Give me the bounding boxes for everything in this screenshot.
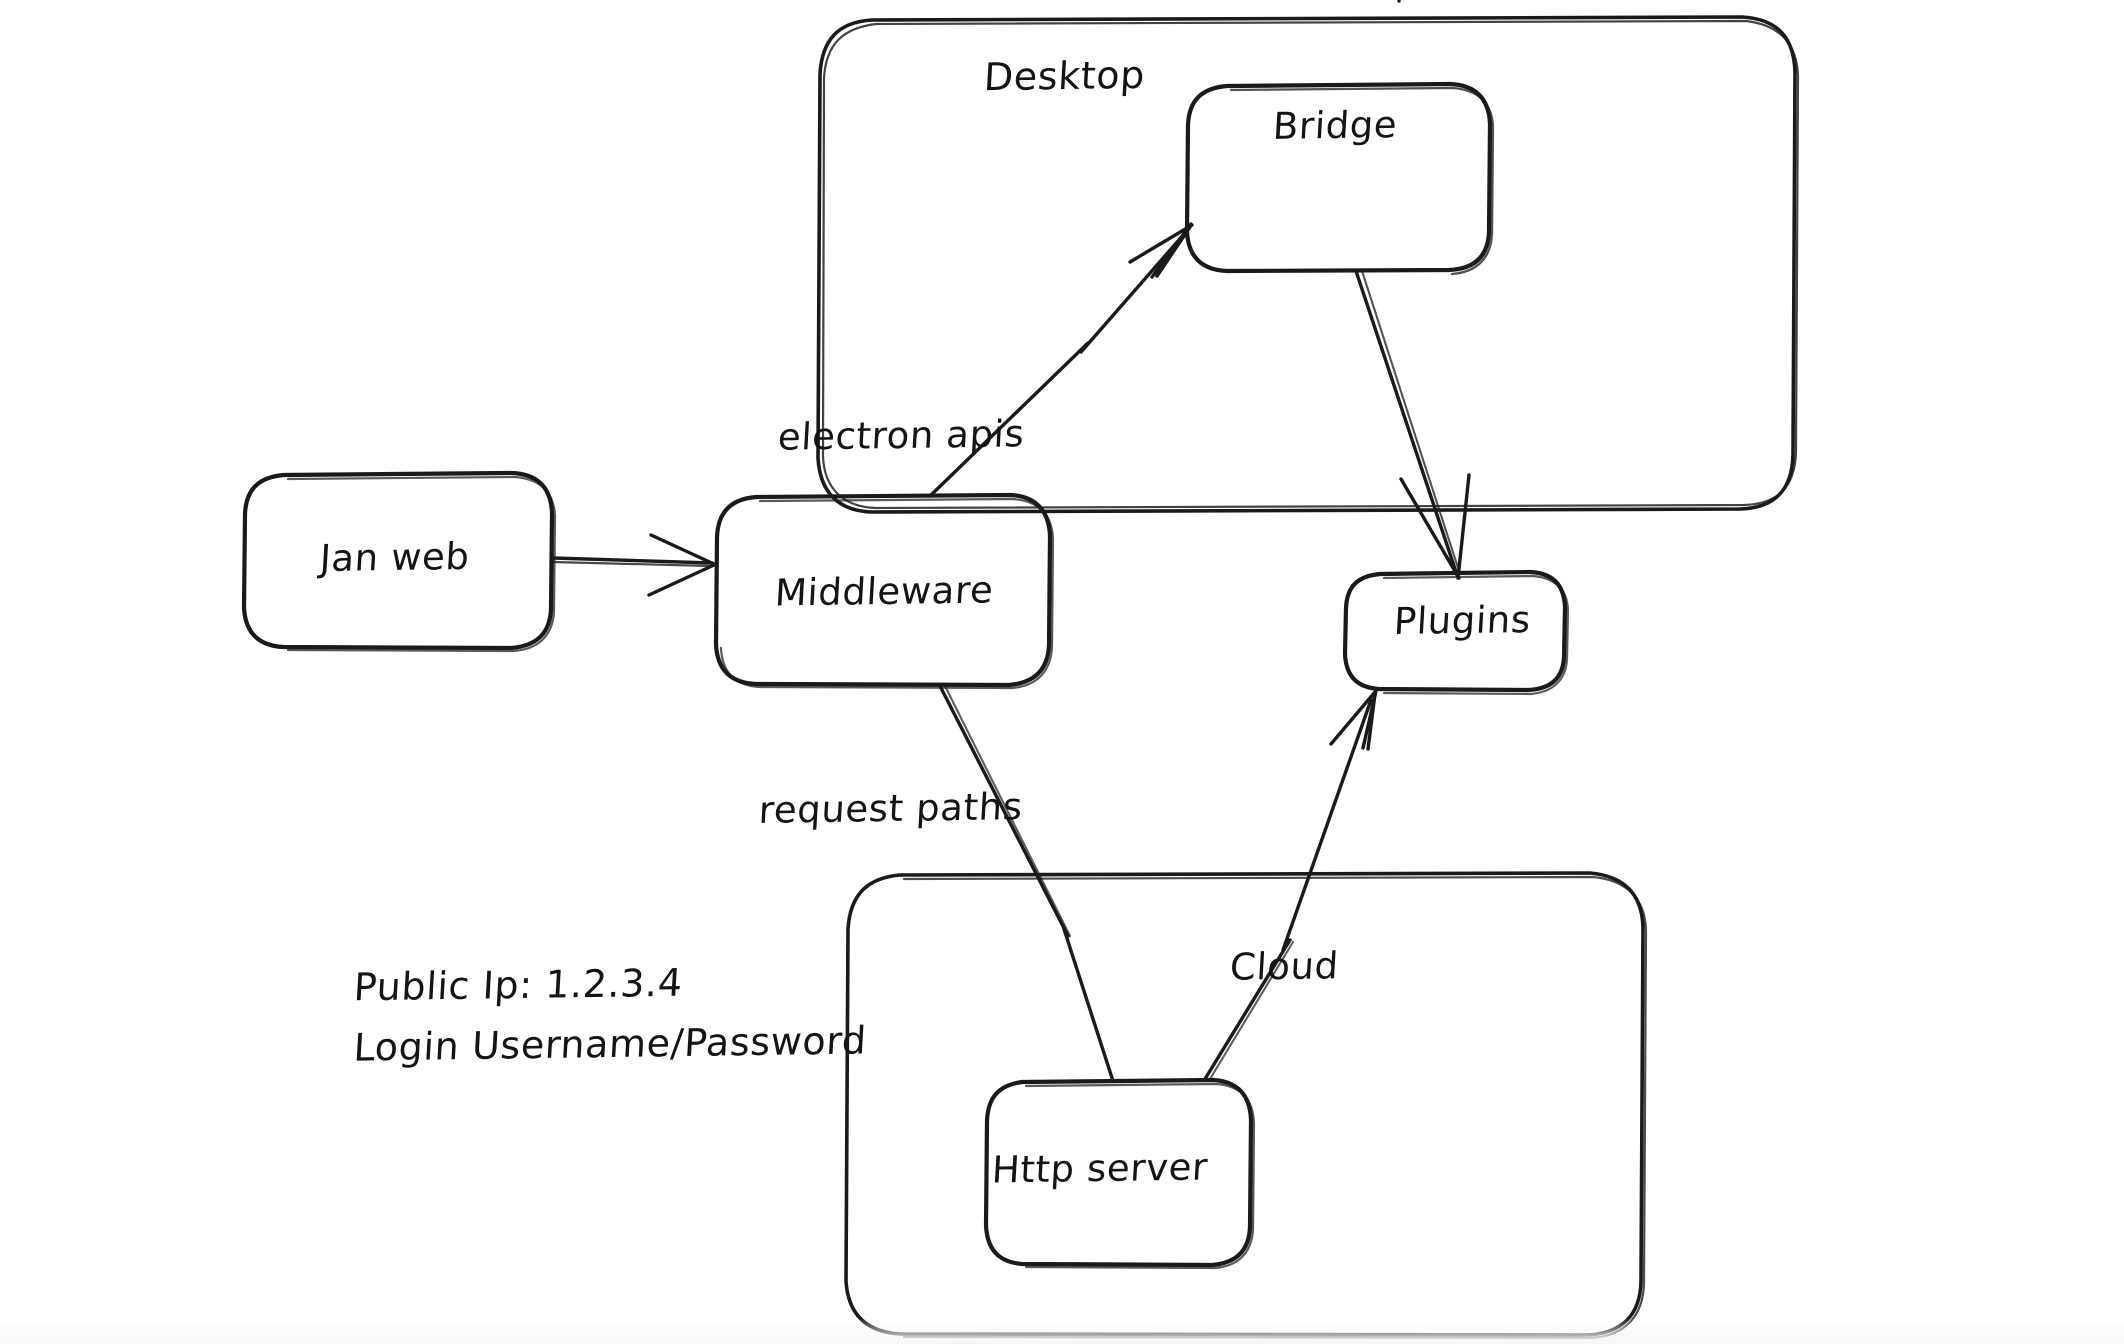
node-label-plugins: Plugins	[1392, 598, 1533, 643]
edge-middleware-to-http-server	[938, 684, 1115, 1083]
node-label-http-server: Http server	[990, 1145, 1210, 1192]
note-login-credentials: Login Username/Password	[352, 1018, 868, 1070]
node-label-middleware: Middleware	[773, 568, 995, 615]
edge-bridge-to-plugins	[1354, 0, 1471, 580]
node-label-bridge: Bridge	[1271, 103, 1399, 148]
node-jan-web-outline	[241, 470, 557, 653]
group-desktop-outline	[816, 15, 1800, 514]
edge-jan-web-to-middleware	[551, 533, 716, 597]
edge-http-server-to-plugins	[1203, 689, 1378, 1081]
group-label-desktop: Desktop	[982, 52, 1147, 100]
edge-label-request-paths: request paths	[757, 785, 1024, 832]
group-label-cloud: Cloud	[1228, 944, 1340, 989]
node-label-jan-web: Jan web	[318, 534, 471, 581]
node-bridge-outline	[1184, 81, 1495, 276]
node-middleware-outline	[713, 492, 1055, 690]
edge-label-electron-apis: electron apis	[776, 412, 1026, 459]
edge-middleware-to-bridge	[928, 222, 1194, 498]
note-public-ip: Public Ip: 1.2.3.4	[352, 960, 684, 1010]
node-plugins-outline	[1342, 569, 1570, 696]
node-http-server-outline	[983, 1077, 1256, 1270]
group-cloud-outline	[844, 871, 1648, 1340]
